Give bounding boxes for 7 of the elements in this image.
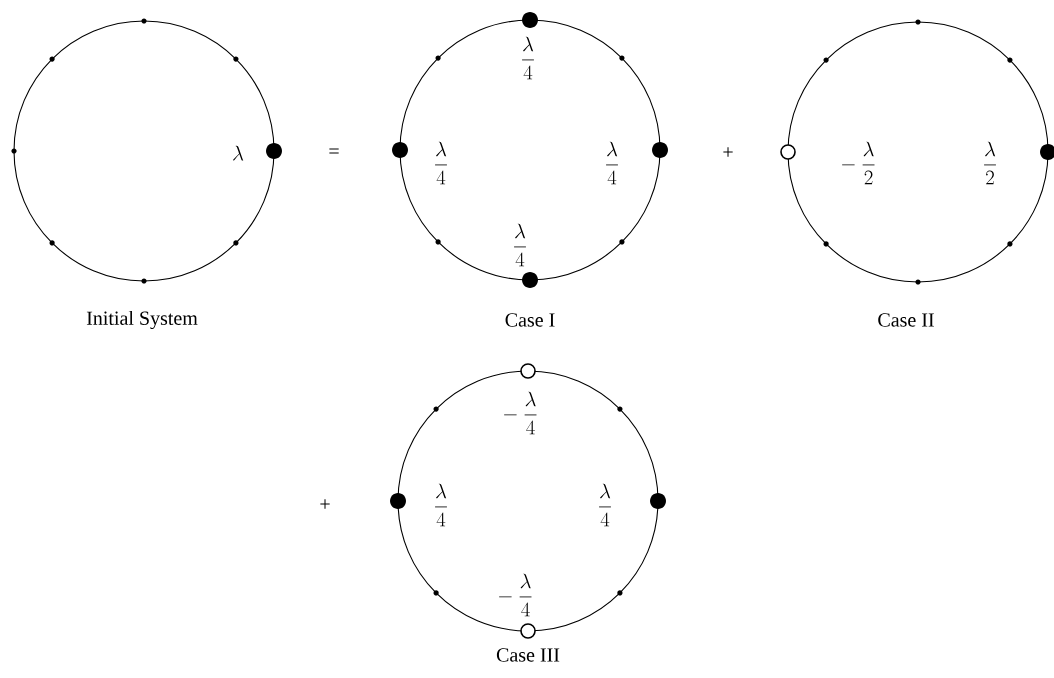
operator-sign: = <box>329 148 339 154</box>
case-label: Case III <box>496 648 560 662</box>
case-label: Case I <box>505 313 555 327</box>
operator-sign: + <box>320 499 330 509</box>
case-label: Case II <box>878 313 934 327</box>
case-label: Initial System <box>86 310 198 330</box>
operator-sign: + <box>723 147 733 157</box>
